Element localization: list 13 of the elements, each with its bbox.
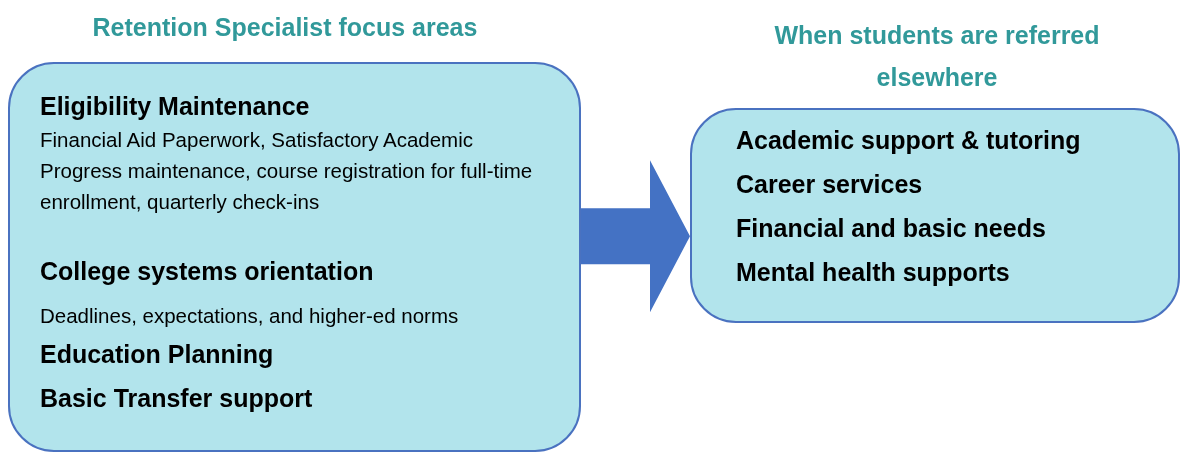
block-arrow xyxy=(581,160,690,313)
item-heading: Eligibility Maintenance xyxy=(40,92,311,121)
heading: Retention Specialist focus areas xyxy=(91,12,479,43)
item-heading: Mental health supports xyxy=(736,258,1011,287)
item-heading: Basic Transfer support xyxy=(40,384,314,413)
item-heading: Career services xyxy=(736,170,924,199)
item-description: Financial Aid Paperwork, Satisfactory Academic Progress maintenance, course registration for full-time enrollment, quarterly check-ins xyxy=(40,127,534,215)
item-heading: Financial and basic needs xyxy=(736,214,1047,243)
heading: When students are referred elsewhere xyxy=(773,20,1101,93)
item-heading: College systems orientation xyxy=(40,257,375,286)
item-heading: Academic support & tutoring xyxy=(736,126,1082,155)
item-description: Deadlines, expectations, and higher-ed norms xyxy=(40,303,460,329)
item-heading: Education Planning xyxy=(40,340,275,369)
